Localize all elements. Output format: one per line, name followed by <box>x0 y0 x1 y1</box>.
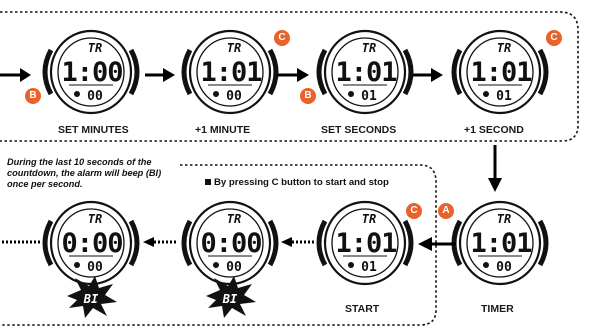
watch-mode-dot <box>74 262 80 268</box>
watch-top-indicator: TR <box>497 41 511 55</box>
watch-sub-digits: 00 <box>87 89 103 104</box>
arrow-left-dotted-1 <box>281 237 314 247</box>
watch-main-digits: 0:00 <box>200 228 261 259</box>
button-b-marker-2: B <box>300 88 316 104</box>
arrow-left-dotted-2 <box>143 237 176 247</box>
watch-face <box>331 208 399 278</box>
watch-top-indicator: TR <box>497 212 511 226</box>
arrow-right-4 <box>413 68 443 82</box>
button-b-marker-1: B <box>25 88 41 104</box>
watch-bezel-left <box>181 219 193 267</box>
watch-mode-dot <box>483 262 489 268</box>
label-set-seconds: SET SECONDS <box>321 124 397 136</box>
watch-top-indicator: TR <box>227 212 241 226</box>
button-c-marker-3: C <box>406 203 422 219</box>
countdown-note: During the last 10 seconds of the countd… <box>4 156 180 191</box>
watch-face <box>466 37 534 107</box>
button-c-marker-1: C <box>274 30 290 46</box>
watch-sub-digits: 01 <box>496 89 512 104</box>
watch-mode-dot <box>348 262 354 268</box>
label-plus-second: +1 SECOND <box>464 124 524 136</box>
watch-top-indicator: TR <box>88 41 102 55</box>
watch-bezel-right <box>128 48 140 96</box>
watch-sub-digits: 00 <box>496 260 512 275</box>
watch-mode-dot <box>348 91 354 97</box>
watch-top-indicator: TR <box>362 41 376 55</box>
watch-bezel-right <box>267 219 279 267</box>
watch-bezel-left <box>42 48 54 96</box>
bullet-square <box>205 179 211 186</box>
arrow-right-1 <box>0 68 31 82</box>
label-start: START <box>345 303 380 315</box>
press-c-text: By pressing C button to start and stop <box>214 177 389 188</box>
watch-main-digits: 1:01 <box>200 57 261 88</box>
watch-sub-digits: 00 <box>226 260 242 275</box>
watch-sub-digits: 01 <box>361 260 377 275</box>
press-c-note: By pressing C button to start and stop <box>205 177 389 188</box>
watch-main-digits: 1:00 <box>61 57 122 88</box>
watch-main-digits: 1:01 <box>335 228 396 259</box>
label-set-minutes: SET MINUTES <box>58 124 129 136</box>
watch-sub-digits: 00 <box>87 260 103 275</box>
watch-face <box>196 208 264 278</box>
watch-sub-digits: 01 <box>361 89 377 104</box>
watch-bezel-right <box>537 48 549 96</box>
watch-main-digits: 1:01 <box>470 228 531 259</box>
watch-bezel-left <box>42 219 54 267</box>
label-timer: TIMER <box>481 303 514 315</box>
watch-face <box>331 37 399 107</box>
watch-top-indicator: TR <box>227 41 241 55</box>
svg-text:BI: BI <box>222 292 238 306</box>
button-c-marker-2: C <box>546 30 562 46</box>
beep-burst-1: BI <box>67 276 117 318</box>
watch-bezel-left <box>316 48 328 96</box>
watch-top-indicator: TR <box>88 212 102 226</box>
watch-bezel-right <box>402 48 414 96</box>
watch-bezel-right <box>402 219 414 267</box>
watch-bezel-left <box>451 48 463 96</box>
watch-face <box>57 37 125 107</box>
watch-face <box>466 208 534 278</box>
watch-mode-dot <box>213 262 219 268</box>
bottom-flow-border <box>0 164 437 326</box>
watch-face <box>57 208 125 278</box>
arrow-down <box>488 145 502 192</box>
watch-main-digits: 1:01 <box>335 57 396 88</box>
beep-burst-2: BI <box>206 276 256 318</box>
watch-bezel-right <box>267 48 279 96</box>
button-a-marker: A <box>438 203 454 219</box>
watch-face <box>196 37 264 107</box>
watch-main-digits: 0:00 <box>61 228 122 259</box>
watch-bezel-left <box>316 219 328 267</box>
top-flow-border <box>0 11 579 142</box>
watch-main-digits: 1:01 <box>470 57 531 88</box>
watch-mode-dot <box>74 91 80 97</box>
watch-bezel-right <box>537 219 549 267</box>
watch-mode-dot <box>213 91 219 97</box>
watch-mode-dot <box>483 91 489 97</box>
arrow-right-2 <box>145 68 175 82</box>
watch-bezel-left <box>181 48 193 96</box>
arrow-right-3 <box>277 68 309 82</box>
watch-bezel-right <box>128 219 140 267</box>
watch-sub-digits: 00 <box>226 89 242 104</box>
svg-text:BI: BI <box>83 292 99 306</box>
watch-top-indicator: TR <box>362 212 376 226</box>
label-plus-minute: +1 MINUTE <box>195 124 251 136</box>
arrow-left-timer <box>418 237 456 251</box>
